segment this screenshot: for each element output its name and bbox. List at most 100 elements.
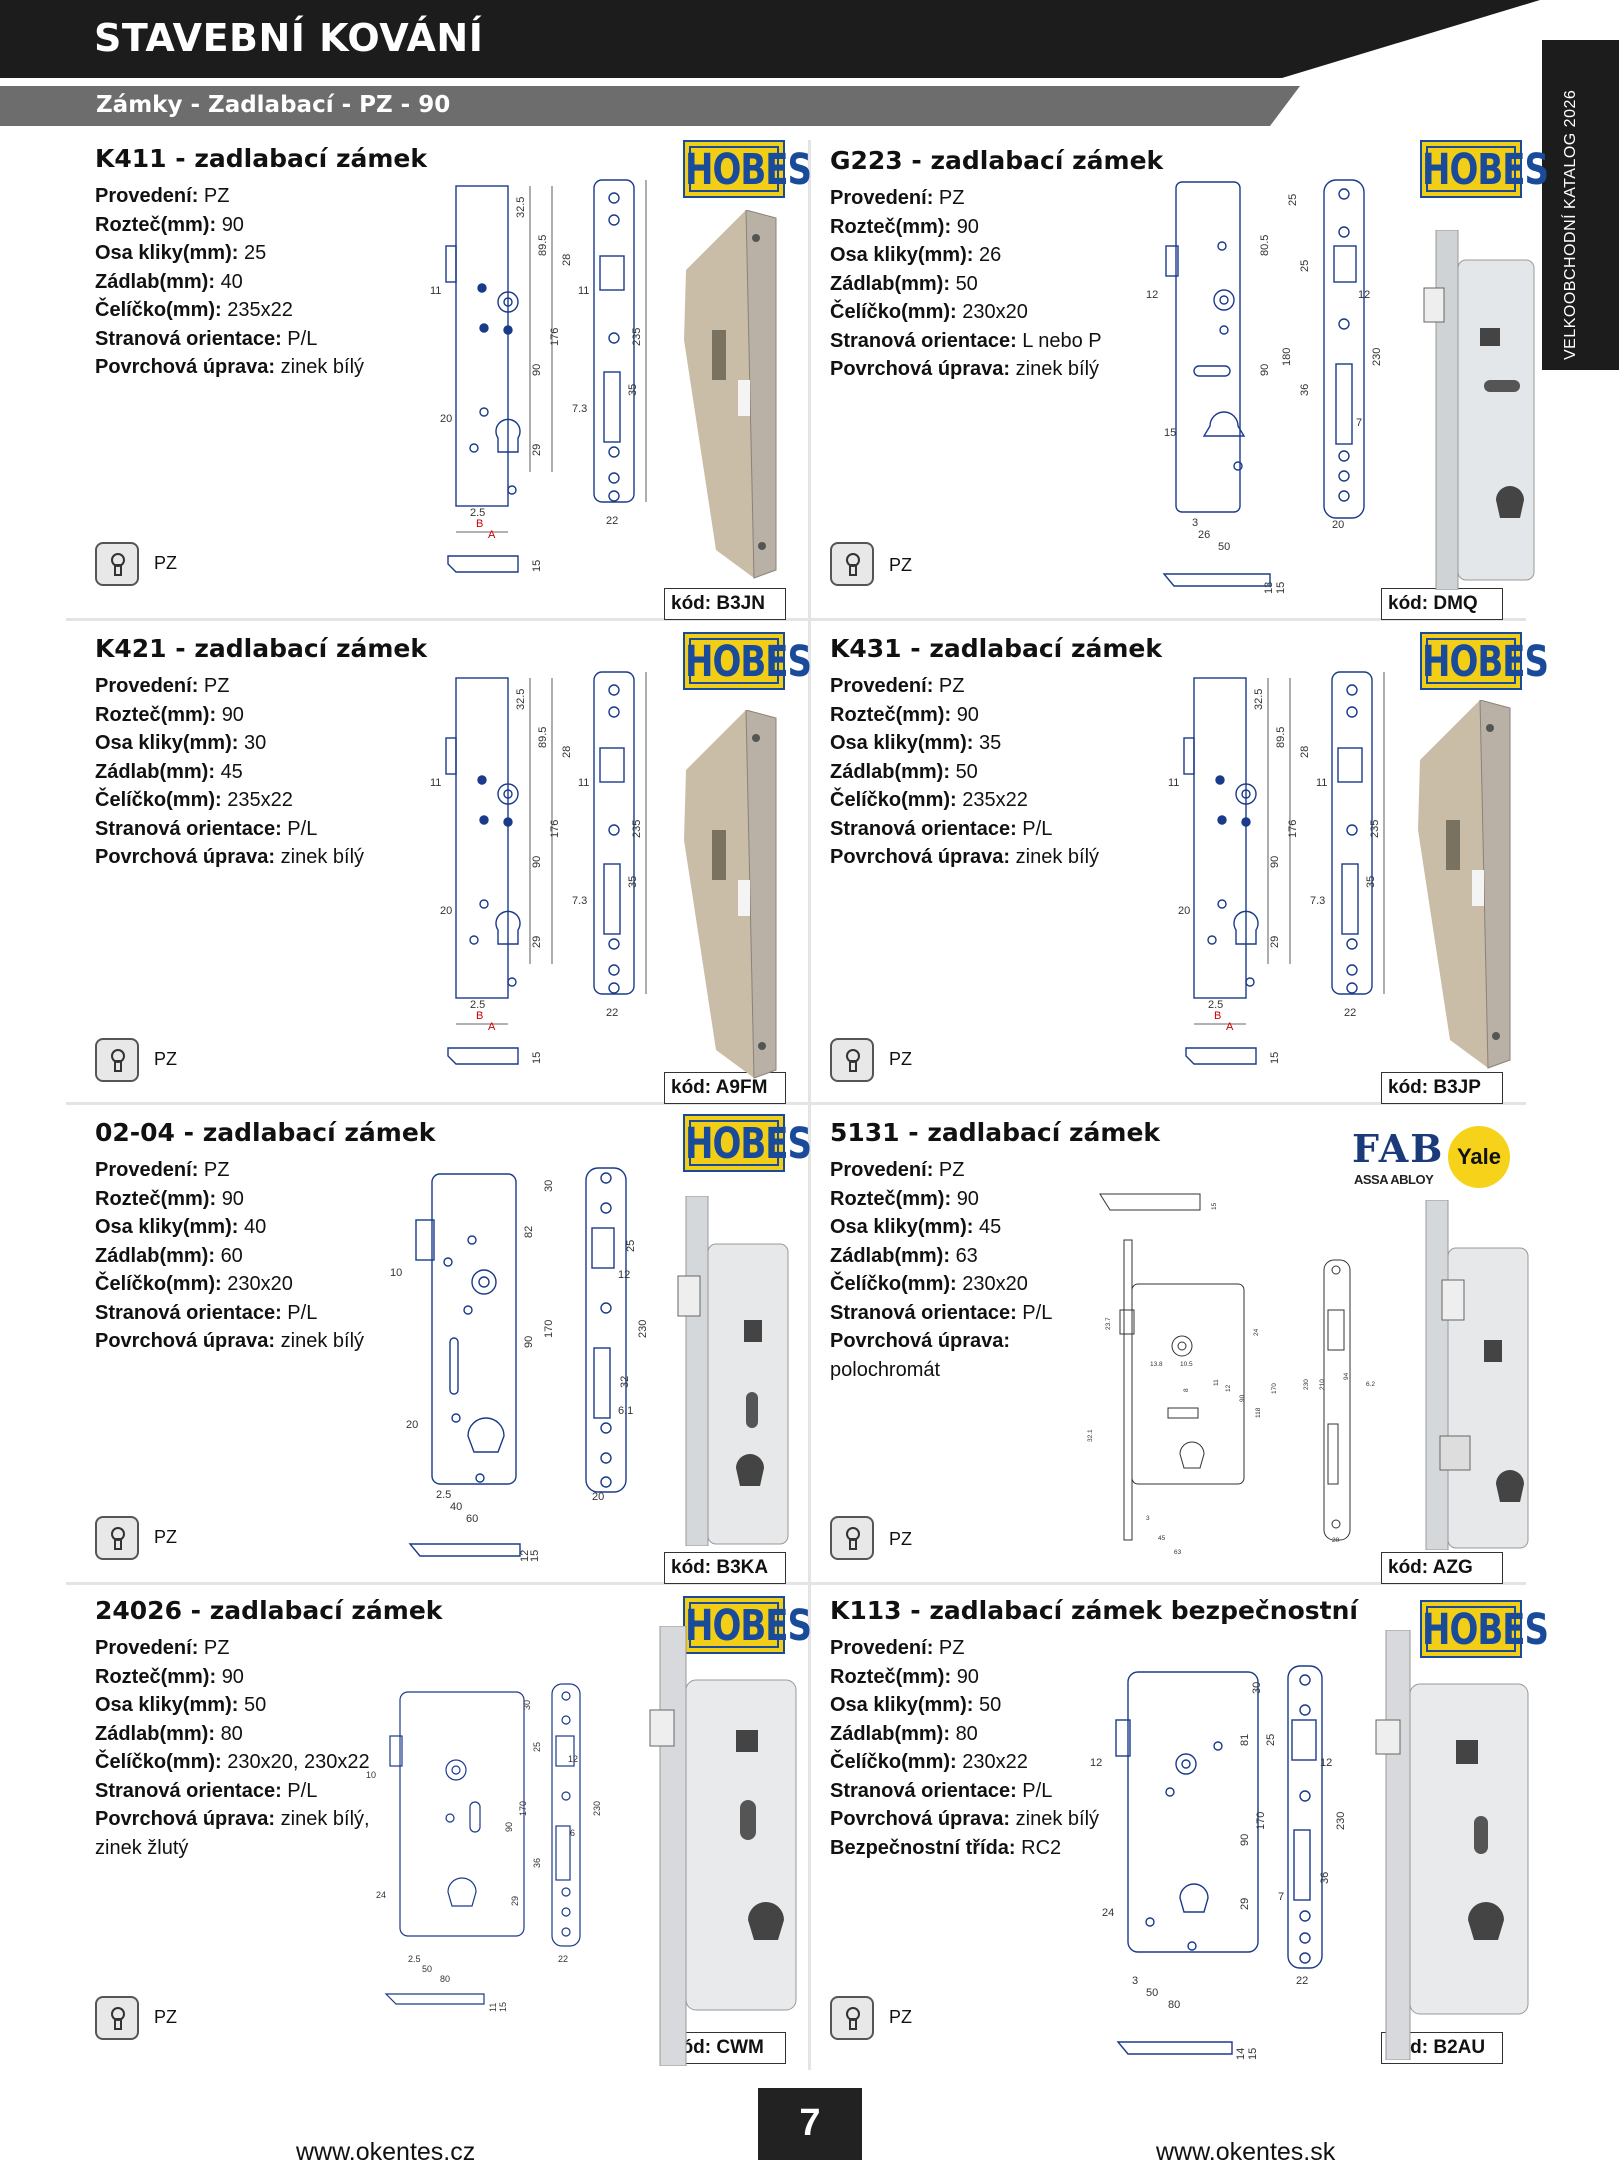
svg-text:15: 15 [1275, 582, 1287, 594]
technical-drawing-k421: 32.5 89.5 28 11 11 176 235 90 35 7.3 20 … [430, 671, 647, 1065]
svg-text:10.5: 10.5 [1180, 1361, 1193, 1368]
product-title: K431 - zadlabací zámek [830, 634, 1163, 663]
pz-label: PZ [889, 555, 913, 575]
svg-text:35: 35 [627, 384, 639, 396]
svg-text:170: 170 [1255, 1812, 1267, 1830]
svg-text:32.5: 32.5 [1253, 689, 1265, 710]
row-divider [66, 618, 1526, 621]
svg-text:28: 28 [1299, 746, 1311, 758]
svg-text:36: 36 [1319, 1872, 1331, 1884]
svg-text:24: 24 [376, 1890, 386, 1900]
svg-text:94: 94 [1343, 1372, 1350, 1380]
svg-text:89.5: 89.5 [537, 235, 549, 256]
fab-yale-logo: FAB ASSA ABLOY Yale [1352, 1126, 1512, 1190]
svg-text:82: 82 [523, 1226, 535, 1238]
svg-text:28: 28 [561, 254, 573, 266]
cylinder-icon [95, 542, 139, 586]
hobes-logo: HOBES [683, 632, 812, 690]
lock-photo [1423, 230, 1535, 590]
svg-text:A: A [1226, 1021, 1234, 1033]
cylinder-icon [95, 1996, 139, 2040]
side-tab-text: VELKOOBCHODNÍ KATALOG 2026 [1562, 89, 1579, 360]
svg-text:11: 11 [578, 285, 589, 297]
svg-text:B: B [476, 1010, 483, 1022]
svg-text:20: 20 [440, 905, 452, 917]
svg-text:25: 25 [625, 1240, 637, 1252]
svg-text:8: 8 [1183, 1388, 1190, 1392]
cylinder-icon [830, 1516, 874, 1560]
svg-text:90: 90 [1239, 1834, 1251, 1846]
svg-text:11: 11 [430, 285, 441, 297]
svg-text:12: 12 [1090, 1757, 1102, 1769]
svg-text:6.1: 6.1 [618, 1405, 633, 1417]
svg-text:25: 25 [1265, 1734, 1277, 1746]
svg-text:2.5: 2.5 [408, 1954, 421, 1964]
svg-text:2.5: 2.5 [470, 999, 485, 1011]
svg-text:15: 15 [531, 560, 543, 572]
svg-text:12: 12 [568, 1754, 578, 1764]
product-specs: Provedení: PZ Rozteč(mm): 90 Osa kliky(m… [95, 185, 365, 378]
hobes-logo: HOBES [1420, 140, 1549, 198]
product-k113: K113 - zadlabací zámek bezpečnostní Prov… [830, 1596, 1550, 2076]
svg-text:29: 29 [1239, 1898, 1251, 1910]
svg-text:25: 25 [1287, 194, 1299, 206]
pz-label: PZ [889, 1529, 913, 1549]
pz-label: PZ [154, 553, 178, 573]
svg-text:25: 25 [532, 1742, 542, 1752]
svg-text:11: 11 [488, 2003, 498, 2012]
svg-text:80: 80 [440, 1974, 450, 1984]
product-title: G223 - zadlabací zámek [830, 146, 1164, 175]
svg-text:12: 12 [519, 1550, 531, 1562]
technical-drawing-5131: 23.7 24 10.5 13.8 11 8 12 90 170 118 230… [1087, 1193, 1375, 1556]
svg-text:3: 3 [1132, 1975, 1138, 1987]
pz-label: PZ [889, 2007, 913, 2027]
technical-drawing-02-04: 30 82 25 12 10 90 170 230 32 6.1 20 2.5 … [390, 1167, 649, 1562]
lock-photo [684, 710, 777, 1079]
lock-photo [1375, 1630, 1529, 2060]
product-code: kód: DMQ [1381, 588, 1503, 620]
svg-text:90: 90 [1239, 1394, 1246, 1402]
svg-text:32.1: 32.1 [1087, 1429, 1094, 1442]
svg-text:22: 22 [1296, 1975, 1308, 1987]
svg-text:24: 24 [1253, 1328, 1260, 1336]
row-divider [66, 1582, 1526, 1585]
cylinder-icon [830, 1038, 874, 1082]
technical-drawing-k113: 30 81 25 12 12 90 170 230 36 7 24 29 3 5… [1090, 1665, 1347, 2060]
svg-text:89.5: 89.5 [1275, 727, 1287, 748]
svg-text:15: 15 [1269, 1052, 1281, 1064]
svg-text:170: 170 [1271, 1383, 1278, 1394]
svg-text:A: A [488, 529, 496, 541]
svg-text:90: 90 [1259, 364, 1271, 376]
svg-text:90: 90 [531, 364, 543, 376]
lock-photo [684, 210, 777, 579]
svg-text:118: 118 [1255, 1407, 1262, 1418]
product-title: 02-04 - zadlabací zámek [95, 1118, 436, 1147]
svg-text:20: 20 [592, 1491, 604, 1503]
svg-text:35: 35 [627, 876, 639, 888]
svg-text:60: 60 [466, 1513, 478, 1525]
svg-text:230: 230 [1371, 348, 1383, 366]
svg-text:3: 3 [1146, 1515, 1150, 1522]
product-code: kód: A9FM [664, 1072, 786, 1104]
svg-text:11: 11 [578, 777, 589, 789]
svg-text:15: 15 [529, 1550, 541, 1562]
pz-label: PZ [889, 1049, 913, 1069]
footer-url-cz[interactable]: www.okentes.cz [296, 2138, 476, 2166]
hobes-logo: HOBES [1420, 632, 1549, 690]
svg-text:2.5: 2.5 [436, 1489, 451, 1501]
pz-label: PZ [154, 1049, 178, 1069]
product-code: kód: B3JP [1381, 1072, 1503, 1104]
svg-text:81: 81 [1239, 1734, 1251, 1746]
footer-url-sk[interactable]: www.okentes.sk [1156, 2138, 1336, 2166]
hobes-logo: HOBES [683, 1114, 812, 1172]
svg-text:90: 90 [523, 1336, 535, 1348]
row-divider [66, 1102, 1526, 1105]
svg-text:12: 12 [618, 1269, 630, 1281]
svg-text:10: 10 [366, 1770, 376, 1780]
svg-text:20: 20 [440, 413, 452, 425]
product-title: K113 - zadlabací zámek bezpečnostní [830, 1596, 1358, 1625]
svg-text:36: 36 [532, 1858, 542, 1868]
product-title: 5131 - zadlabací zámek [830, 1118, 1161, 1147]
page-number: 7 [758, 2088, 862, 2160]
svg-text:90: 90 [531, 856, 543, 868]
